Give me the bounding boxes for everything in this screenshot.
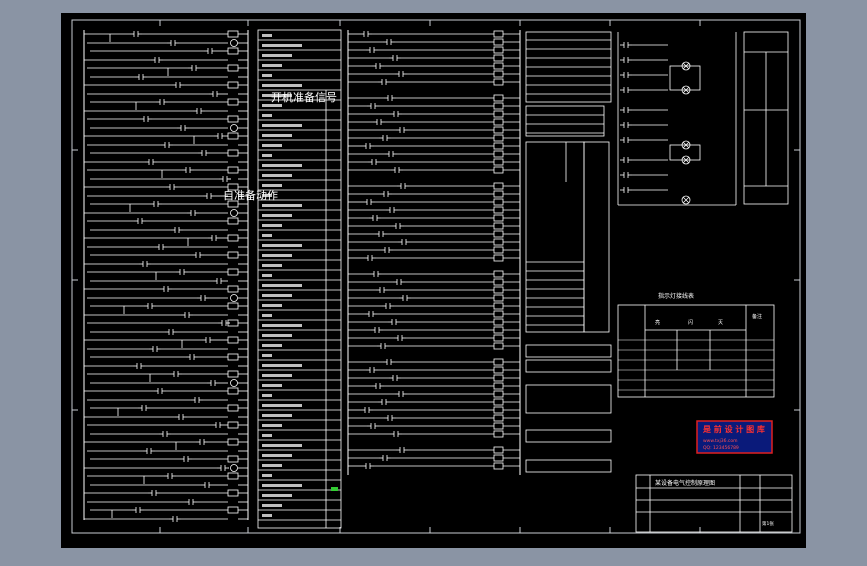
lamp-table-col-note: 备注 <box>752 313 762 320</box>
lamp-table-col-on: 亮 <box>655 319 660 326</box>
lamp-circuit <box>617 31 789 206</box>
title-block-sheet: 第1张 <box>762 520 774 527</box>
lamp-symbol <box>230 379 238 387</box>
overlay-label-auto: 自准备动作 <box>223 188 278 202</box>
lamp-table-title: 指示灯接线表 <box>658 292 694 300</box>
stamp-title: 是 前 设 计 图 库 <box>702 424 765 434</box>
middle-ladder-rungs <box>348 30 520 470</box>
left-label-table <box>257 29 342 529</box>
title-block <box>635 474 793 533</box>
selection-marker <box>331 487 338 491</box>
lamp-symbol <box>230 294 238 302</box>
title-block-drawing-title: 某设备电气控制原理图 <box>655 479 715 487</box>
left-busbars <box>83 30 249 520</box>
lamp-symbol <box>230 124 238 132</box>
lamp-symbol <box>230 464 238 472</box>
lamp-table-col-off: 灭 <box>718 320 723 326</box>
lamp-symbol <box>230 39 238 47</box>
lamp-symbol <box>230 209 238 217</box>
middle-busbars <box>347 30 521 475</box>
indicator-lamp <box>681 195 691 205</box>
lamp-table-col-flash: 闪 <box>688 319 693 326</box>
watermark-stamp <box>696 420 773 454</box>
drawing-frame <box>71 19 801 534</box>
overlay-label-startup: 开机准备信号 <box>271 90 337 104</box>
stamp-line1: www.txj36.com <box>703 438 738 444</box>
stamp-line2: QQ: 123456789 <box>703 445 739 451</box>
left-ladder-rungs <box>84 30 248 522</box>
middle-label-table <box>525 31 612 473</box>
